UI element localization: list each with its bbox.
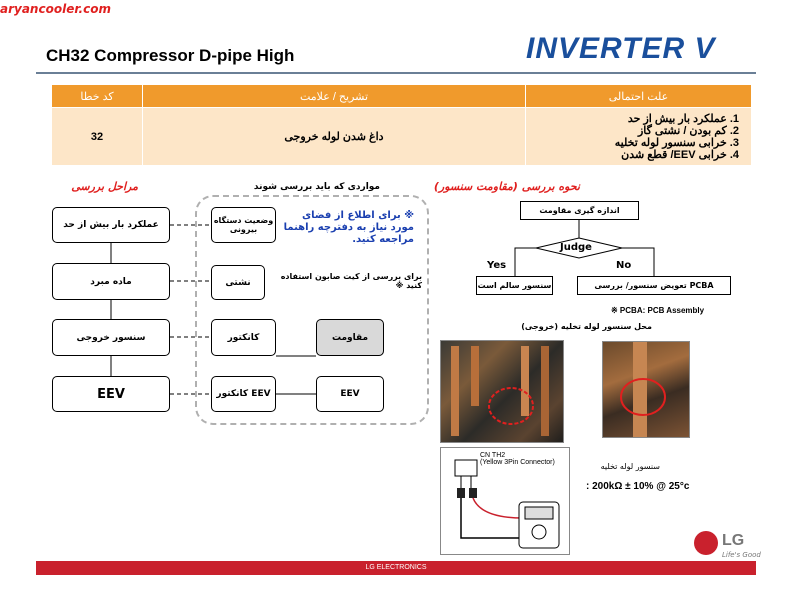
flow-arrow [514,247,536,276]
lg-brand: LG [722,532,745,549]
lg-tagline: Life's Good [722,551,761,559]
sensor-caption: سنسور لوله تخلیه [600,462,660,471]
sensor-closeup-photo [602,341,690,438]
check-leak: نشتی [211,265,265,300]
multimeter-icon [454,459,560,549]
space-note: ※ برای اطلاع از فضای مورد نیاز به دفترچه… [283,210,414,245]
judge-diamond [535,237,623,259]
step-eev: EEV [52,376,170,412]
eev-box: EEV [316,376,384,412]
steps-title: مراحل بررسی [71,180,138,193]
flow-arrow [622,247,655,276]
connector-label: CN TH2 (Yellow 3Pin Connector) [480,452,555,466]
error-info-table: کد خطا تشریح / علامت علت احتمالی 32 داغ … [51,84,752,166]
inverter-logo: INVERTER V [526,32,716,65]
step-sensor: سنسور خروجی [52,319,170,356]
judge-label: Judge [560,242,592,253]
replace-box: تعویض سنسور/ بررسی PCBA [577,276,731,295]
header-rule [36,72,756,74]
header-desc: تشریح / علامت [142,84,526,108]
check-connector: کانکتور [211,319,276,356]
watermark: aryancooler.com [0,2,111,16]
header-code: کد خطا [51,84,143,108]
no-label: No [616,260,632,271]
yes-label: Yes [487,260,507,271]
possible-causes: 1. عملکرد بار بیش از حد 2. کم بودن / نشت… [525,107,752,166]
cause-item: 2. کم بودن / نشتی گاز [637,124,739,137]
page-title: CH32 Compressor D-pipe High [46,46,295,65]
sensor-closeup-icon [620,342,666,437]
multimeter-diagram [440,447,570,555]
method-title: نحوه بررسی (مقاومت سنسور) [433,180,580,193]
check-outdoor: وضعیت دستگاه بیرونی [211,207,276,243]
compressor-photo [440,340,564,443]
resistance-box: مقاومت [316,319,384,356]
lg-logo-icon [694,531,718,555]
pipe-illustration-icon [451,346,549,436]
error-code: 32 [51,107,143,166]
resistance-spec: : 200kΩ ± 10% @ 25°c [586,481,690,492]
cause-item: 4. خرابی EEV/ قطع شدن [621,148,739,161]
check-title: مواردی که باید بررسی شوند [253,182,380,192]
step-overload: عملکرد بار بیش از حد [52,207,170,243]
sensor-ok-box: سنسور سالم است [476,276,553,295]
check-eev-connector: کانکتور EEV [211,376,276,412]
sensor-location-label: محل سنسور لوله تخلیه (خروجی) [521,322,652,331]
leak-note: برای بررسی از کیت صابون استفاده کنید ※ [280,272,422,290]
footer-bar: LG ELECTRONICS [36,561,756,575]
error-description: داغ شدن لوله خروجی [142,107,526,166]
cause-item: 3. خرابی سنسور لوله تخلیه [614,136,739,149]
pcba-note: ※ PCBA: PCB Assembly [611,306,705,315]
step-refrigerant: ماده مبرد [52,263,170,300]
check-group [195,195,429,425]
cause-item: 1. عملکرد بار بیش از حد [627,112,739,125]
measure-box: اندازه گیری مقاومت [520,201,639,220]
